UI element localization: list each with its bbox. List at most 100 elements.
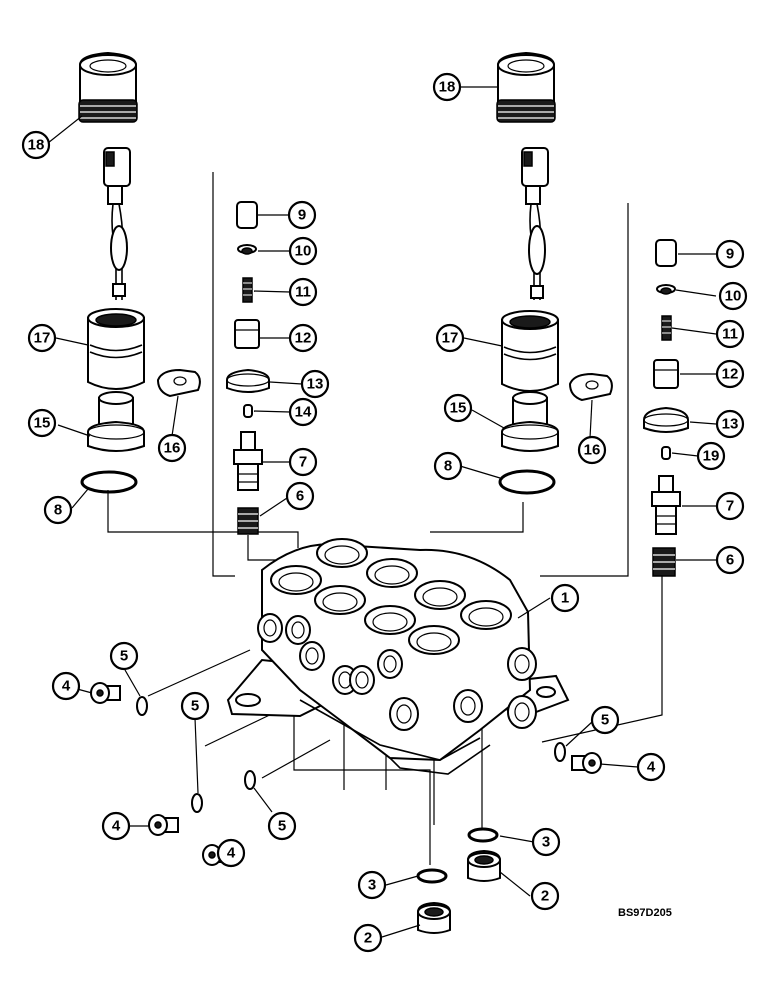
callout-15-left: 15 (27, 408, 57, 438)
pin-left (243, 404, 253, 418)
svg-text:18: 18 (439, 79, 456, 96)
sleeve-right (655, 239, 677, 267)
cartridge-right (651, 475, 681, 535)
callout-12-right: 12 (715, 359, 745, 389)
cartridge-left (233, 431, 263, 491)
svg-text:12: 12 (722, 366, 739, 383)
pin-right (661, 446, 671, 460)
callout-18-right: 18 (432, 72, 462, 102)
solenoid-connector-right (521, 147, 549, 300)
svg-text:9: 9 (298, 207, 306, 224)
right-solenoid-assembly (496, 51, 613, 495)
svg-text:6: 6 (726, 552, 734, 569)
callout-5-d: 5 (590, 705, 620, 735)
svg-text:8: 8 (444, 458, 452, 475)
plug-4-a (90, 682, 121, 704)
svg-text:8: 8 (54, 502, 62, 519)
svg-text:5: 5 (601, 712, 609, 729)
callout-2-b: 2 (530, 881, 560, 911)
plunger-right (653, 359, 679, 389)
spring-small-left (242, 277, 253, 303)
callout-16-left: 16 (157, 433, 187, 463)
svg-text:14: 14 (295, 404, 312, 421)
spring-small-right (661, 315, 672, 341)
callout-2-a: 2 (353, 923, 383, 953)
svg-text:1: 1 (561, 590, 569, 607)
valve-body (226, 538, 570, 775)
o-ring-5-b (191, 793, 203, 813)
callout-17-right: 17 (435, 323, 465, 353)
svg-text:16: 16 (164, 440, 181, 457)
callout-12-left: 12 (288, 323, 318, 353)
svg-text:15: 15 (34, 415, 51, 432)
callout-leaders (47, 86, 717, 938)
solenoid-tube-left (87, 391, 145, 452)
svg-text:9: 9 (726, 246, 734, 263)
solenoid-tube-right (501, 391, 559, 452)
right-valve-stack (643, 239, 689, 577)
svg-text:7: 7 (726, 498, 734, 515)
solenoid-nut-right (496, 51, 556, 123)
plate-left (156, 368, 201, 398)
callout-11-right: 11 (715, 319, 745, 349)
plugs-and-rings (90, 682, 602, 934)
callout-8-right: 8 (433, 451, 463, 481)
svg-text:6: 6 (296, 488, 304, 505)
o-ring-left (80, 470, 138, 494)
svg-text:4: 4 (62, 678, 71, 695)
callout-4-d: 4 (636, 752, 666, 782)
callout-9-right: 9 (715, 239, 745, 269)
svg-text:15: 15 (450, 400, 467, 417)
callout-4-a: 4 (51, 671, 81, 701)
svg-text:17: 17 (34, 330, 51, 347)
spring-right (652, 547, 676, 577)
callout-8-left: 8 (43, 495, 73, 525)
svg-text:19: 19 (703, 448, 720, 465)
washer-left (237, 244, 257, 255)
valve-body-side-ports (257, 613, 537, 731)
solenoid-coil-right (501, 310, 559, 392)
o-ring-5-c (244, 770, 256, 790)
o-ring-3-b (467, 827, 499, 843)
plug-2-b (467, 849, 501, 882)
svg-text:11: 11 (722, 326, 738, 343)
callout-13-right: 13 (715, 409, 745, 439)
o-ring-right (498, 469, 556, 495)
svg-text:4: 4 (112, 818, 121, 835)
callout-5-c: 5 (267, 811, 297, 841)
washer-right (656, 284, 676, 295)
solenoid-nut-left (78, 51, 138, 123)
svg-text:17: 17 (442, 330, 459, 347)
svg-text:13: 13 (307, 376, 324, 393)
o-ring-3-a (416, 868, 448, 884)
callout-5-a: 5 (109, 641, 139, 671)
svg-text:12: 12 (295, 330, 312, 347)
svg-text:11: 11 (295, 284, 311, 301)
svg-text:2: 2 (541, 888, 549, 905)
callout-17-left: 17 (27, 323, 57, 353)
svg-text:10: 10 (725, 288, 742, 305)
callout-11-left: 11 (288, 277, 318, 307)
svg-text:3: 3 (368, 877, 376, 894)
plunger-left (234, 319, 260, 349)
svg-text:3: 3 (542, 834, 550, 851)
callout-18-left: 18 (21, 130, 51, 160)
callout-6-right: 6 (715, 545, 745, 575)
callout-13-left: 13 (300, 369, 330, 399)
svg-text:4: 4 (227, 845, 236, 862)
callout-7-right: 7 (715, 491, 745, 521)
svg-text:5: 5 (120, 648, 128, 665)
svg-text:4: 4 (647, 759, 656, 776)
callout-5-b: 5 (180, 691, 210, 721)
svg-text:13: 13 (722, 416, 739, 433)
callout-3-a: 3 (357, 870, 387, 900)
plate-right (568, 372, 613, 402)
svg-text:16: 16 (584, 442, 601, 459)
left-solenoid-assembly (78, 51, 201, 494)
callout-4-c: 4 (216, 838, 246, 868)
solenoid-coil-left (87, 308, 145, 390)
svg-text:5: 5 (278, 818, 286, 835)
figure-code: BS97D205 (618, 907, 672, 919)
